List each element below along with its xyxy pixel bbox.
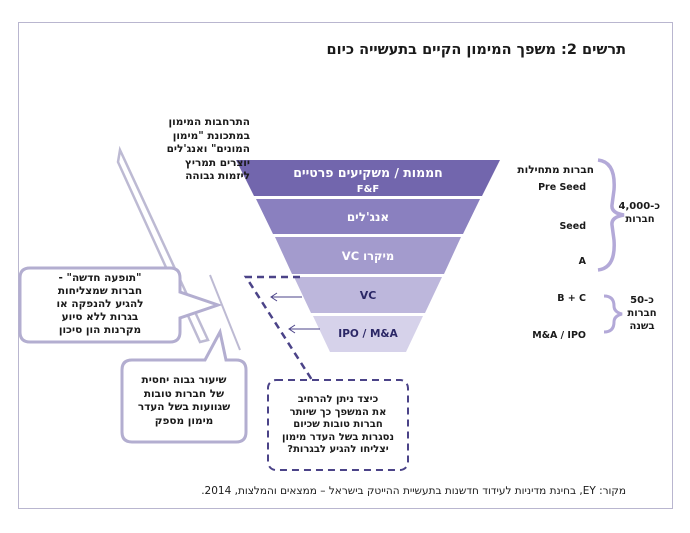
stage-b-c: B + C	[557, 293, 586, 304]
arrow-left-icon	[270, 292, 302, 302]
high-rate-guide-line	[209, 274, 241, 351]
funnel-layer-3-label: מיקרו VC	[342, 249, 394, 263]
stage-a: A	[578, 256, 586, 267]
stage-ma-ipo: M&A / IPO	[532, 330, 586, 341]
funnel-layer-5-label: IPO / M&A	[338, 328, 398, 340]
stage-pre-seed: Pre Seed	[538, 182, 586, 193]
brace-per-year	[603, 294, 623, 334]
funnel-layer-4-label: VC	[360, 289, 377, 302]
angels-note: התרחבות המימון במתכונת "מימון המונים" וא…	[166, 116, 250, 182]
funnel-layer-4	[294, 277, 442, 313]
new-phenomenon-callout	[18, 266, 223, 344]
arrow-left-icon	[288, 324, 320, 334]
funnel-layer-1	[236, 160, 500, 196]
funnel-layer-2-label: אנג'לים	[347, 210, 389, 224]
count-total: כ-4,000 חברות	[618, 201, 660, 225]
dashed-connector	[243, 275, 314, 381]
funnel-layer-3	[275, 237, 461, 274]
high-rate-note: שיעור גבוה יחסית של חברות טובות שגוועות …	[137, 374, 231, 427]
startups-header: חברות מתחילות	[517, 164, 594, 176]
figure-title: תרשים 2: משפך המימון הקיים בתעשייה כיום	[326, 42, 626, 58]
high-rate-callout	[120, 327, 248, 444]
stage-seed: Seed	[559, 221, 586, 232]
funnel-layer-2	[256, 199, 480, 234]
funnel-layer-1-sublabel: F&F	[357, 184, 379, 195]
source-caption: מקור: EY, בחינת מדיניות לעידוד חדשנות בת…	[201, 485, 626, 497]
count-per-year: כ-50 חברות בשנה	[627, 295, 657, 332]
new-phenomenon-note: "תופעה חדשה" - חברות שמצליחות להגיע להנפ…	[56, 272, 144, 336]
question-note: כיצד ניתן להרחיב את המשפך כך שיותר חברות…	[282, 394, 394, 455]
funnel-layer-5	[313, 316, 423, 352]
brace-total	[597, 158, 625, 272]
question-box	[267, 379, 409, 471]
funnel-layer-1-label: חממות / משקיעים פרטיים	[293, 165, 443, 180]
figure-frame	[18, 22, 673, 509]
